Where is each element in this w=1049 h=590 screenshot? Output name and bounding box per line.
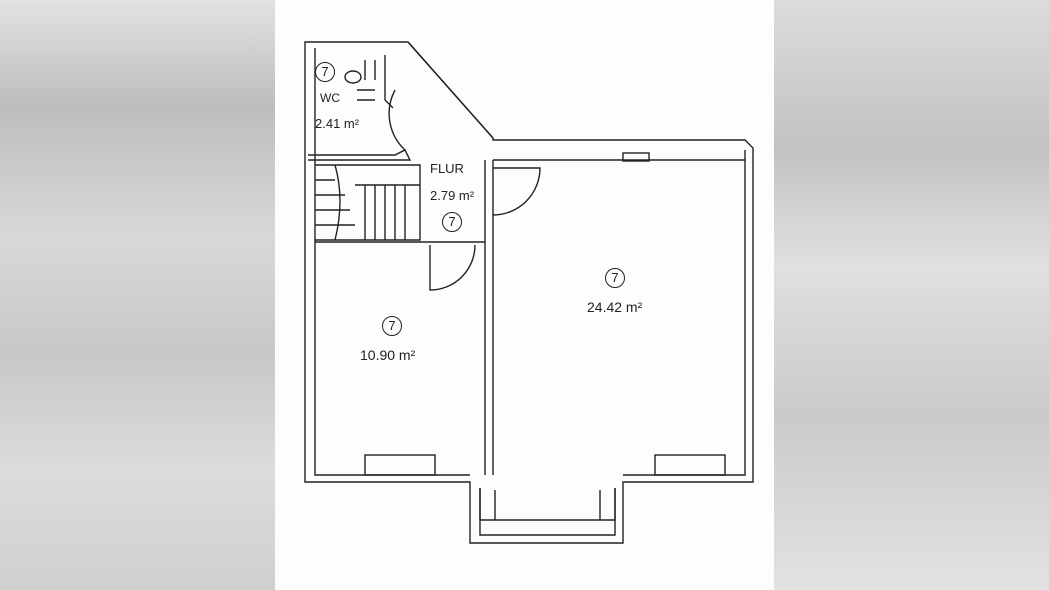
room-number-badge: 7 bbox=[315, 62, 335, 82]
floor-plan-drawing bbox=[304, 41, 754, 544]
diagonal-wall bbox=[407, 41, 494, 139]
flur-area: 2.79 m² bbox=[430, 188, 475, 203]
wc-partition bbox=[384, 55, 394, 109]
room-large-area: 24.42 m² bbox=[587, 299, 643, 315]
floor-plan-sheet: 7 WC 2.41 m² FLUR 2.79 m² 7 7 10.90 m² 7… bbox=[275, 0, 774, 590]
window-vent bbox=[622, 152, 650, 162]
room-small-area: 10.90 m² bbox=[360, 347, 416, 363]
room-number-badge: 7 bbox=[605, 268, 625, 288]
stair-outline bbox=[315, 164, 421, 241]
wall-center bbox=[484, 160, 494, 475]
stair-steps bbox=[315, 179, 420, 240]
stair-curve bbox=[334, 164, 341, 241]
room-number-badge: 7 bbox=[382, 316, 402, 336]
door-arc-small bbox=[429, 244, 476, 291]
bay-window bbox=[479, 488, 616, 521]
toilet-bowl bbox=[344, 70, 362, 84]
wc-area: 2.41 m² bbox=[315, 116, 360, 131]
blurred-background-left bbox=[0, 0, 275, 590]
room-number-badge: 7 bbox=[442, 212, 462, 232]
window-large bbox=[654, 454, 726, 476]
door-arc-wc bbox=[388, 89, 406, 151]
wc-wall bbox=[308, 149, 412, 161]
wc-label: WC bbox=[320, 91, 340, 105]
outer-wall bbox=[304, 41, 754, 544]
blurred-background-right bbox=[774, 0, 1049, 590]
window-small bbox=[364, 454, 436, 476]
inner-wall-line bbox=[314, 48, 746, 536]
flur-label: FLUR bbox=[430, 161, 464, 176]
door-arc-large bbox=[492, 167, 541, 216]
wc-hatch bbox=[357, 60, 376, 101]
